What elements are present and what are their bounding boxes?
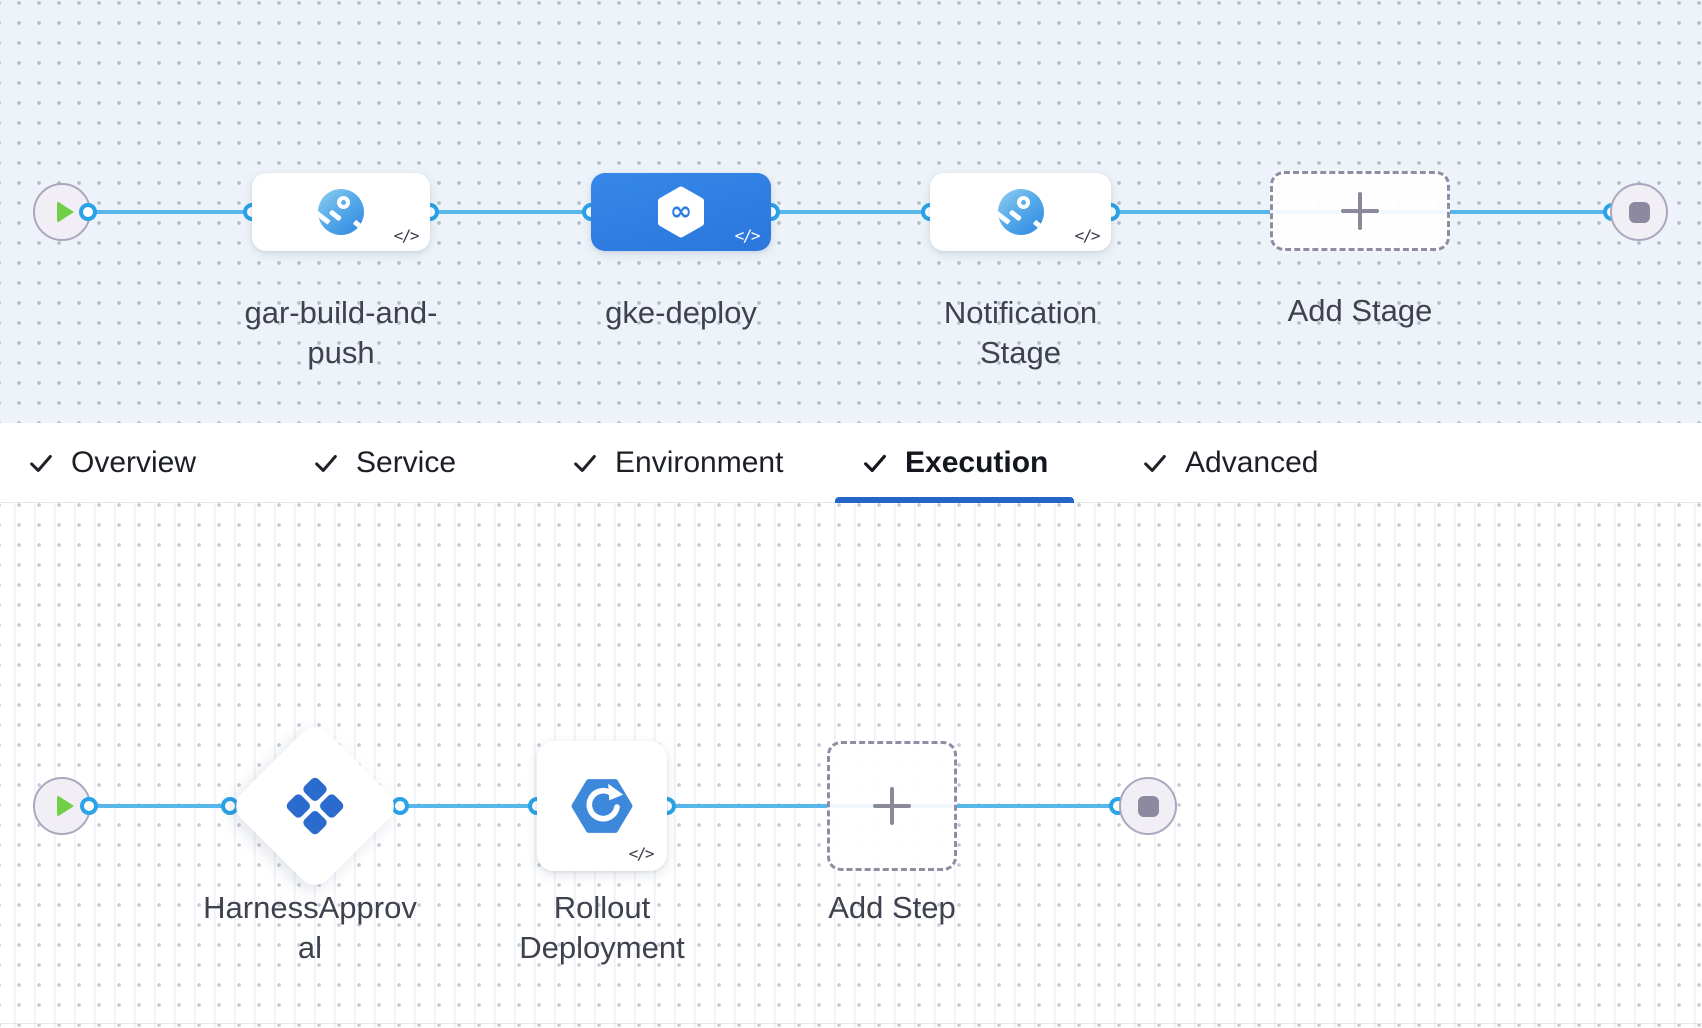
custom-stage-icon [318,189,364,235]
tab-advanced[interactable]: Advanced [1115,423,1344,502]
tab-label: Advanced [1185,445,1319,479]
stage-config-tab-bar: Overview Service Environment Execution A… [0,423,1702,503]
check-icon [864,454,886,472]
step-label: HarnessApproval [203,890,417,965]
tab-label: Overview [71,445,197,479]
plus-icon [873,787,911,825]
pipeline-end-node [1610,183,1668,241]
check-icon [315,454,337,472]
execution-canvas: </> HarnessApproval Rollout Deployment A… [0,503,1702,1028]
tab-execution[interactable]: Execution [835,423,1075,503]
stage-card-gke-deploy[interactable]: ∞ </> [591,173,771,251]
stage-label: Notification Stage [943,295,1098,370]
stop-icon [1628,201,1650,223]
stop-icon [1137,795,1159,817]
canvas-bottom-edge [0,1023,1702,1024]
check-icon [1144,454,1166,472]
tab-label: Service [356,445,457,479]
code-view-icon[interactable]: </> [393,226,420,245]
tab-environment[interactable]: Environment [545,423,809,502]
code-view-icon[interactable]: </> [734,226,761,245]
deploy-stage-icon: ∞ [658,186,704,238]
code-view-icon[interactable]: </> [628,844,655,863]
play-icon [56,795,74,817]
tab-service[interactable]: Service [286,423,482,502]
step-card-rollout-deployment[interactable]: </> [537,741,667,871]
tab-overview[interactable]: Overview [1,423,222,502]
check-icon [30,454,52,472]
tab-label: Environment [615,445,784,479]
stage-card-notification-stage[interactable]: </> [930,173,1111,251]
approval-step-icon [286,777,344,835]
stage-canvas: </> ∞ </> </> gar-build-and-push gke-dep… [0,0,1702,423]
execution-end-node [1119,777,1177,835]
step-label: Rollout Deployment [519,890,685,965]
check-icon [574,454,596,472]
svg-text:∞: ∞ [670,196,693,227]
rollout-deployment-icon [571,779,633,833]
add-stage-label: Add Stage [1287,293,1433,328]
add-step-button[interactable] [827,741,957,871]
tab-label: Execution [905,445,1049,479]
stage-label: gar-build-and-push [244,295,438,370]
plus-icon [1341,192,1379,230]
connection-point[interactable] [80,797,98,815]
stage-label: gke-deploy [605,295,757,330]
add-step-label: Add Step [828,890,956,925]
stage-connector-line [62,210,1640,214]
connection-point[interactable] [79,203,97,221]
stage-card-gar-build-and-push[interactable]: </> [252,173,430,251]
play-icon [56,201,74,223]
code-view-icon[interactable]: </> [1074,226,1101,245]
add-stage-button[interactable] [1270,171,1450,251]
pipeline-start-node [33,183,91,241]
custom-stage-icon [997,189,1044,235]
